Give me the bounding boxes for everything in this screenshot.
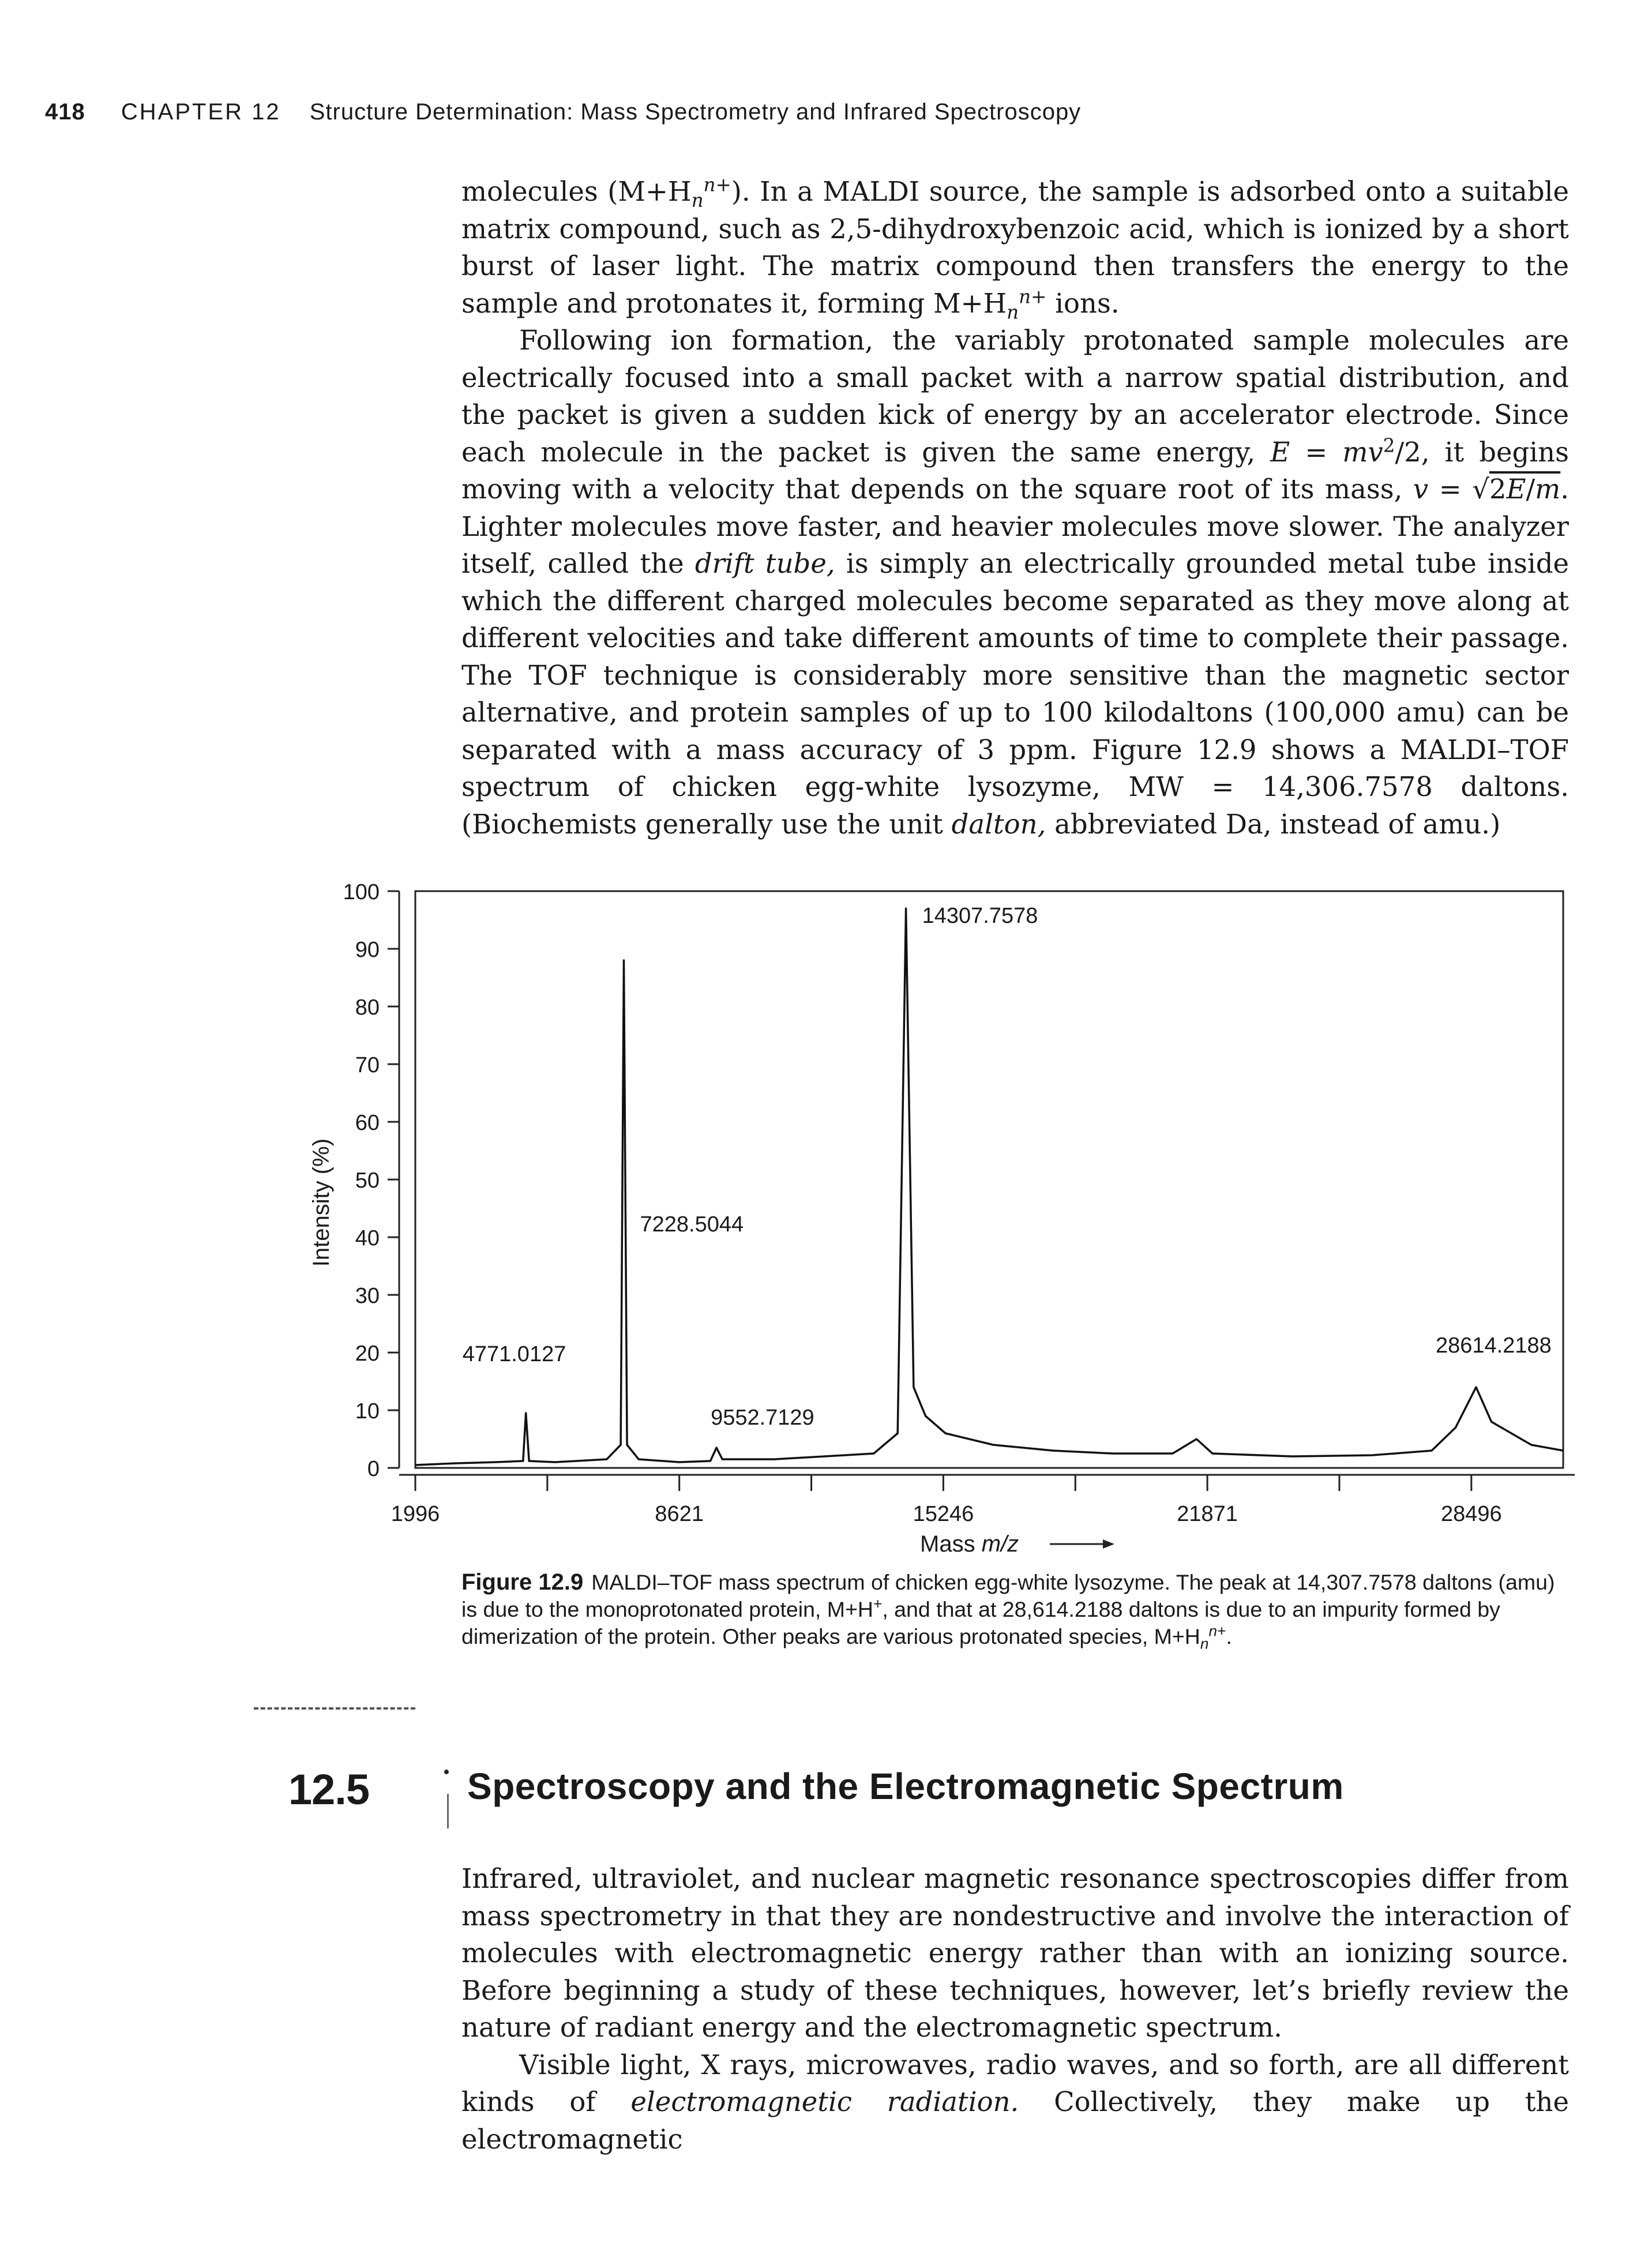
y-tick-label: 20 [355, 1342, 380, 1366]
plot-frame [414, 890, 1564, 1469]
x-tick-label: 8621 [655, 1502, 704, 1526]
y-tick-label: 50 [355, 1169, 380, 1193]
x-tick-label: 15246 [913, 1502, 974, 1526]
mass-spectrum-figure: 0 10 20 30 40 50 60 70 80 90 100 1996 8621 15246 21871… [309, 880, 1575, 1557]
section-marker [444, 1770, 449, 1774]
chart-marks [415, 907, 1564, 1466]
body-text-top: molecules (M+Hnn+). In a MALDI source, t… [461, 173, 1569, 843]
x-tick-label: 28496 [1441, 1502, 1502, 1526]
section-marker-line [447, 1794, 449, 1828]
peak-label: 9552.7129 [711, 1406, 814, 1430]
peak-label: 28614.2188 [1436, 1334, 1552, 1358]
x-axis-label: Mass m/z [920, 1531, 1019, 1557]
chart-labels: 0 10 20 30 40 50 60 70 80 90 100 1996 8621 15246 21871… [309, 880, 1552, 1557]
section-title: Spectroscopy and the Electromagnetic Spe… [467, 1766, 1344, 1807]
running-head-title: Structure Determination: Mass Spectromet… [309, 99, 1082, 125]
y-tick-label: 10 [355, 1399, 380, 1424]
paragraph: Visible light, X rays, microwaves, radio… [461, 2049, 1569, 2155]
paragraph: Following ion formation, the variably pr… [461, 325, 1569, 840]
x-tick-label: 1996 [391, 1502, 440, 1526]
y-tick-label: 80 [355, 996, 380, 1020]
y-tick-label: 70 [355, 1053, 380, 1077]
peak-label: 7228.5044 [640, 1212, 744, 1237]
x-tick-label: 21871 [1177, 1502, 1238, 1526]
x-axis-arrowhead [1103, 1539, 1114, 1549]
body-text-bottom: Infrared, ultraviolet, and nuclear magne… [461, 1860, 1569, 2158]
y-tick-label: 0 [367, 1457, 380, 1481]
y-tick-label: 90 [355, 938, 380, 962]
chapter-label: CHAPTER 12 [121, 99, 281, 125]
y-axis-label: Intensity (%) [309, 1139, 334, 1267]
spectrum-line [415, 907, 1564, 1466]
caption-text: MALDI–TOF mass spectrum of chicken egg-w… [461, 1570, 1555, 1652]
y-tick-label: 60 [355, 1111, 380, 1135]
y-tick-label: 40 [355, 1226, 380, 1250]
section-rule [254, 1707, 415, 1710]
section-heading: 12.5 Spectroscopy and the Electromagneti… [0, 1765, 1652, 1828]
caption-label: Figure 12.9 [461, 1569, 584, 1595]
section-number: 12.5 [288, 1766, 370, 1813]
page-number: 418 [45, 99, 85, 125]
y-tick-label: 100 [343, 880, 380, 904]
running-head: 418 CHAPTER 12 Structure Determination: … [45, 99, 1081, 125]
peak-label: 14307.7578 [922, 904, 1038, 928]
peak-label: 4771.0127 [463, 1342, 566, 1366]
paragraph: Infrared, ultraviolet, and nuclear magne… [461, 1863, 1569, 2043]
chart-axes [388, 890, 1575, 1549]
y-tick-label: 30 [355, 1284, 380, 1308]
paragraph: molecules (M+Hnn+). In a MALDI source, t… [461, 174, 1569, 323]
